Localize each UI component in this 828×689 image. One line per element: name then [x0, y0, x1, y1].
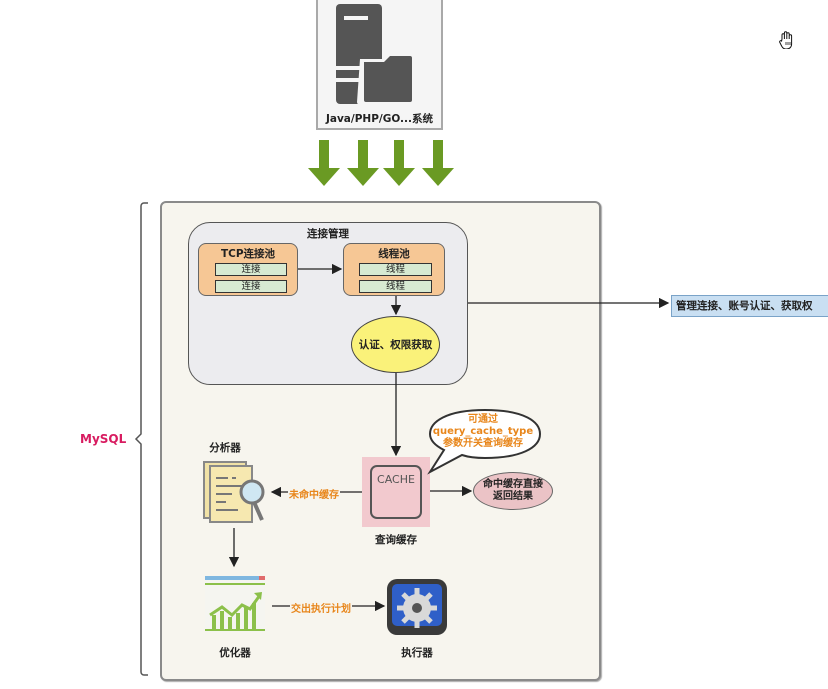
- client-system-label: Java/PHP/GO...系统: [325, 113, 434, 125]
- query-cache-type-note: 可通过 query_cache_type 参数开关查询缓存: [430, 414, 536, 450]
- connection-item: 连接: [215, 280, 287, 293]
- down-arrow-icon: [383, 140, 415, 186]
- thread-item: 线程: [359, 280, 432, 293]
- query-cache-label: 查询缓存: [375, 534, 417, 546]
- thread-pool-title: 线程池: [378, 248, 410, 260]
- cache-hit-result-node: 命中缓存直接 返回结果: [473, 472, 553, 510]
- tcp-pool-title: TCP连接池: [220, 248, 276, 260]
- parser-label: 分析器: [209, 442, 241, 454]
- bubble-line: 参数开关查询缓存: [443, 438, 523, 449]
- executor-label: 执行器: [401, 647, 433, 659]
- bubble-line: 可通过: [468, 414, 498, 425]
- execution-plan-label: 交出执行计划: [290, 600, 352, 615]
- down-arrow-icon: [347, 140, 379, 186]
- speech-bubble: [427, 408, 542, 475]
- gear-icon: [387, 579, 447, 635]
- mysql-label: MySQL: [80, 432, 127, 446]
- document-magnifier-icon: [203, 461, 265, 523]
- down-arrow-icon: [308, 140, 340, 186]
- thread-item: 线程: [359, 263, 432, 276]
- request-arrows: [308, 140, 454, 186]
- connection-management-note: 管理连接、账号认证、获取权: [671, 295, 828, 317]
- hit-line: 返回结果: [493, 491, 533, 502]
- down-arrow-icon: [422, 140, 454, 186]
- auth-permission-node: 认证、权限获取: [351, 316, 440, 373]
- bubble-line: query_cache_type: [432, 426, 534, 437]
- optimizer-label: 优化器: [219, 647, 251, 659]
- cache-box: CACHE: [370, 465, 422, 519]
- mysql-brace: [134, 202, 148, 676]
- cache-miss-label: 未命中缓存: [288, 486, 340, 501]
- hand-cursor-icon: [779, 31, 793, 49]
- connection-item: 连接: [215, 263, 287, 276]
- chart-window-icon: [205, 576, 265, 632]
- server-folder-icon: [336, 4, 415, 105]
- hit-line: 命中缓存直接: [483, 479, 543, 490]
- connection-management-title: 连接管理: [307, 228, 349, 240]
